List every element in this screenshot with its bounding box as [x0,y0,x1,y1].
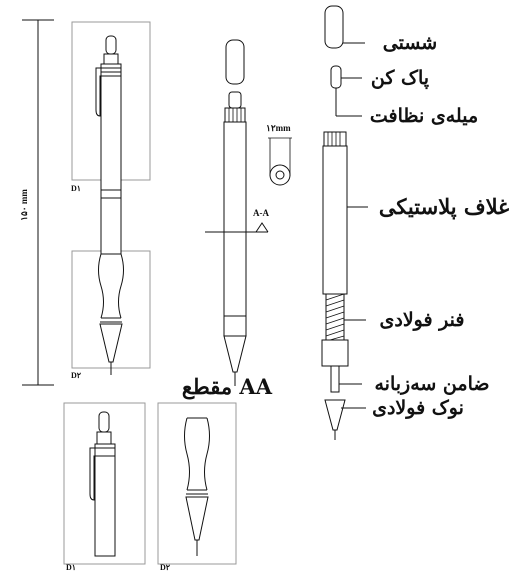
section-outer-circle [269,164,291,186]
overall-length-label: ۱۵۰ mm [19,189,29,221]
part-tip [324,399,346,431]
middle-tip [223,335,247,373]
label-sleeve: غلاف پلاستیکی [379,194,509,220]
part-eraser [330,65,342,89]
eraser-shape [228,91,242,109]
part-cap [324,5,344,49]
section-arrow [255,222,269,233]
section-detail-label-d1: D۱ [66,563,76,572]
pencil-side-view: A-A ۱۲mm [205,39,292,386]
exploded-parts: شستی پاک کن میله‌ی نظافت غلاف پلاستیکی ف… [321,5,509,440]
part-collet [321,339,349,367]
middle-body [223,121,247,337]
label-rod: میله‌ی نظافت [370,105,478,127]
label-guarantor: ضامن سه‌زبانه [374,373,489,395]
section-frame-d2 [157,402,237,565]
cap-shape [225,39,245,85]
section-aa-details: مقطع AA D۱ D۲ [63,374,273,572]
section-title: مقطع AA [182,374,273,400]
label-spring: فنر فولادی [380,309,465,331]
grip-right [118,253,124,319]
label-tip: نوک فولادی [372,397,464,419]
detail-label-d2: D۲ [71,371,82,380]
button-top [105,35,117,55]
label-eraser: پاک کن [371,67,429,89]
section-inner-circle [275,170,285,180]
diameter-label: ۱۲mm [266,123,291,133]
pencil-front-view: D۱ D۲ [71,21,151,380]
part-lead [330,365,340,393]
grip-left [98,253,104,319]
part-sleeve [322,145,348,295]
pencil-body [100,63,122,255]
pocket-clip [95,67,121,117]
section-marker-label: A-A [253,208,269,218]
part-knurl [323,131,347,147]
knurl-ring [224,107,246,123]
label-cap: شستی [383,32,437,54]
section-frame-d1 [63,402,146,565]
tip-cone [99,323,123,363]
section-clip [89,447,115,501]
overall-length-dimension: ۱۵۰ mm [19,19,54,386]
detail-label-d1: D۱ [71,184,81,193]
button-collar [103,53,119,65]
section-detail-label-d2: D۲ [160,563,171,572]
